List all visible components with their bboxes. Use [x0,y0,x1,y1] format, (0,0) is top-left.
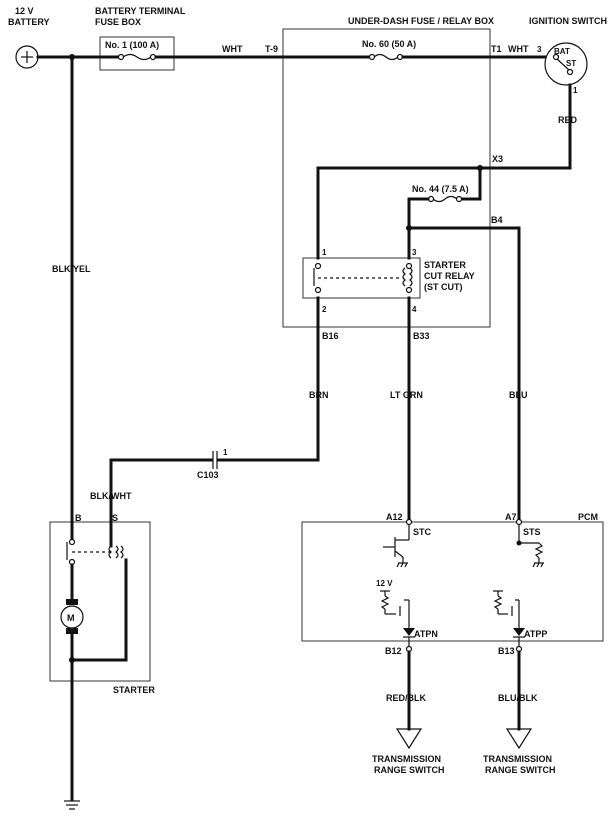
trs-left-label-line1: TRANSMISSION [372,754,441,764]
pcm-stc-label: STC [413,527,432,537]
relay-pin1: 1 [322,248,327,257]
ignition-pin-bat: 3 [537,45,542,54]
trs-right-symbol [505,728,533,750]
wire-blk-wht: BLK/WHT [90,491,132,501]
wire-lt-grn: LT GRN [390,390,423,400]
fuse-no1-symbol [108,53,176,61]
ground-symbol [64,800,80,810]
fuse-no60-label: No. 60 (50 A) [362,39,416,49]
connector-b4: B4 [491,215,503,225]
pcm-title: PCM [578,512,598,522]
connector-t9: T-9 [265,44,278,54]
relay-label-line2: CUT RELAY [424,271,475,281]
starter-s-label: S [112,513,118,523]
trs-left-label-line2: RANGE SWITCH [374,765,445,775]
trs-right-label-line1: TRANSMISSION [483,754,552,764]
starter-title: STARTER [113,685,155,695]
trs-left-symbol [395,728,423,750]
pcm-pin-b12: B12 [385,646,402,656]
underdash-fuse-relay-box [282,28,491,328]
wire-wht-left: WHT [222,44,243,54]
fuse-no44-symbol [427,195,463,203]
pcm-atpn-label: ATPN [414,629,438,639]
wire-brn: BRN [309,390,329,400]
relay-label-line1: STARTER [424,260,466,270]
atpn-input-symbol [380,590,415,649]
battery-fuse-box [99,36,175,71]
wire-red-blk: RED/BLK [386,693,426,703]
connector-c103-pin: 1 [223,448,228,457]
connector-c103-symbol [212,451,218,469]
ignition-pin-st: 1 [573,86,578,95]
underdash-box-title: UNDER-DASH FUSE / RELAY BOX [348,16,494,26]
fuse-no1-label: No. 1 (100 A) [105,40,159,50]
connector-x3: X3 [492,154,503,164]
connector-t1: T1 [491,44,502,54]
connector-c103: C103 [197,470,219,480]
starter-cut-relay-symbol [313,262,413,294]
starter-b-label: B [75,513,82,523]
starter-solenoid-symbol [66,538,124,566]
sts-resistor-symbol [516,525,544,568]
pcm-a7-terminal [515,518,523,526]
battery-label-line1: 12 V [15,6,34,16]
battery-label-line2: BATTERY [8,17,50,27]
connector-b33: B33 [413,331,430,341]
wire-blk-yel: BLK/YEL [52,264,91,274]
pcm-a12-terminal [405,518,413,526]
battery-fuse-box-label-line1: BATTERY TERMINAL [95,6,186,16]
pcm-pin-b13: B13 [498,646,515,656]
fuse-no60-symbol [368,53,404,61]
wire-wht-right: WHT [508,44,529,54]
pcm-pin-a7: A7 [505,512,517,522]
wire-blu-blk: BLU/BLK [498,693,538,703]
ignition-switch-symbol [544,42,588,170]
wire-red: RED [558,115,578,125]
pcm-sts-label: STS [523,527,541,537]
fuse-no44-label: No. 44 (7.5 A) [412,184,469,194]
ignition-bat-label: BAT [554,47,570,56]
ignition-st-label: ST [566,59,576,68]
starter-box [49,521,151,682]
ignition-switch-title: IGNITION SWITCH [529,16,607,26]
pcm-12v-label: 12 V [376,579,393,588]
atpp-input-symbol [493,590,525,649]
relay-label-line3: (ST CUT) [424,282,463,292]
starter-motor-label: M [67,613,75,623]
wire-blu: BLU [509,390,528,400]
pcm-box [301,521,604,642]
starter-motor-symbol [60,599,84,634]
relay-pin2: 2 [322,305,327,314]
starter-cut-relay-box [302,257,421,299]
stc-transistor-symbol [383,525,410,568]
battery-fuse-box-label-line2: FUSE BOX [95,17,141,27]
pcm-pin-a12: A12 [386,512,403,522]
relay-pin4: 4 [412,305,417,314]
pcm-atpp-label: ATPP [524,629,547,639]
connector-b16: B16 [322,331,339,341]
battery-symbol [15,45,39,69]
trs-right-label-line2: RANGE SWITCH [485,765,556,775]
relay-pin3: 3 [412,248,417,257]
